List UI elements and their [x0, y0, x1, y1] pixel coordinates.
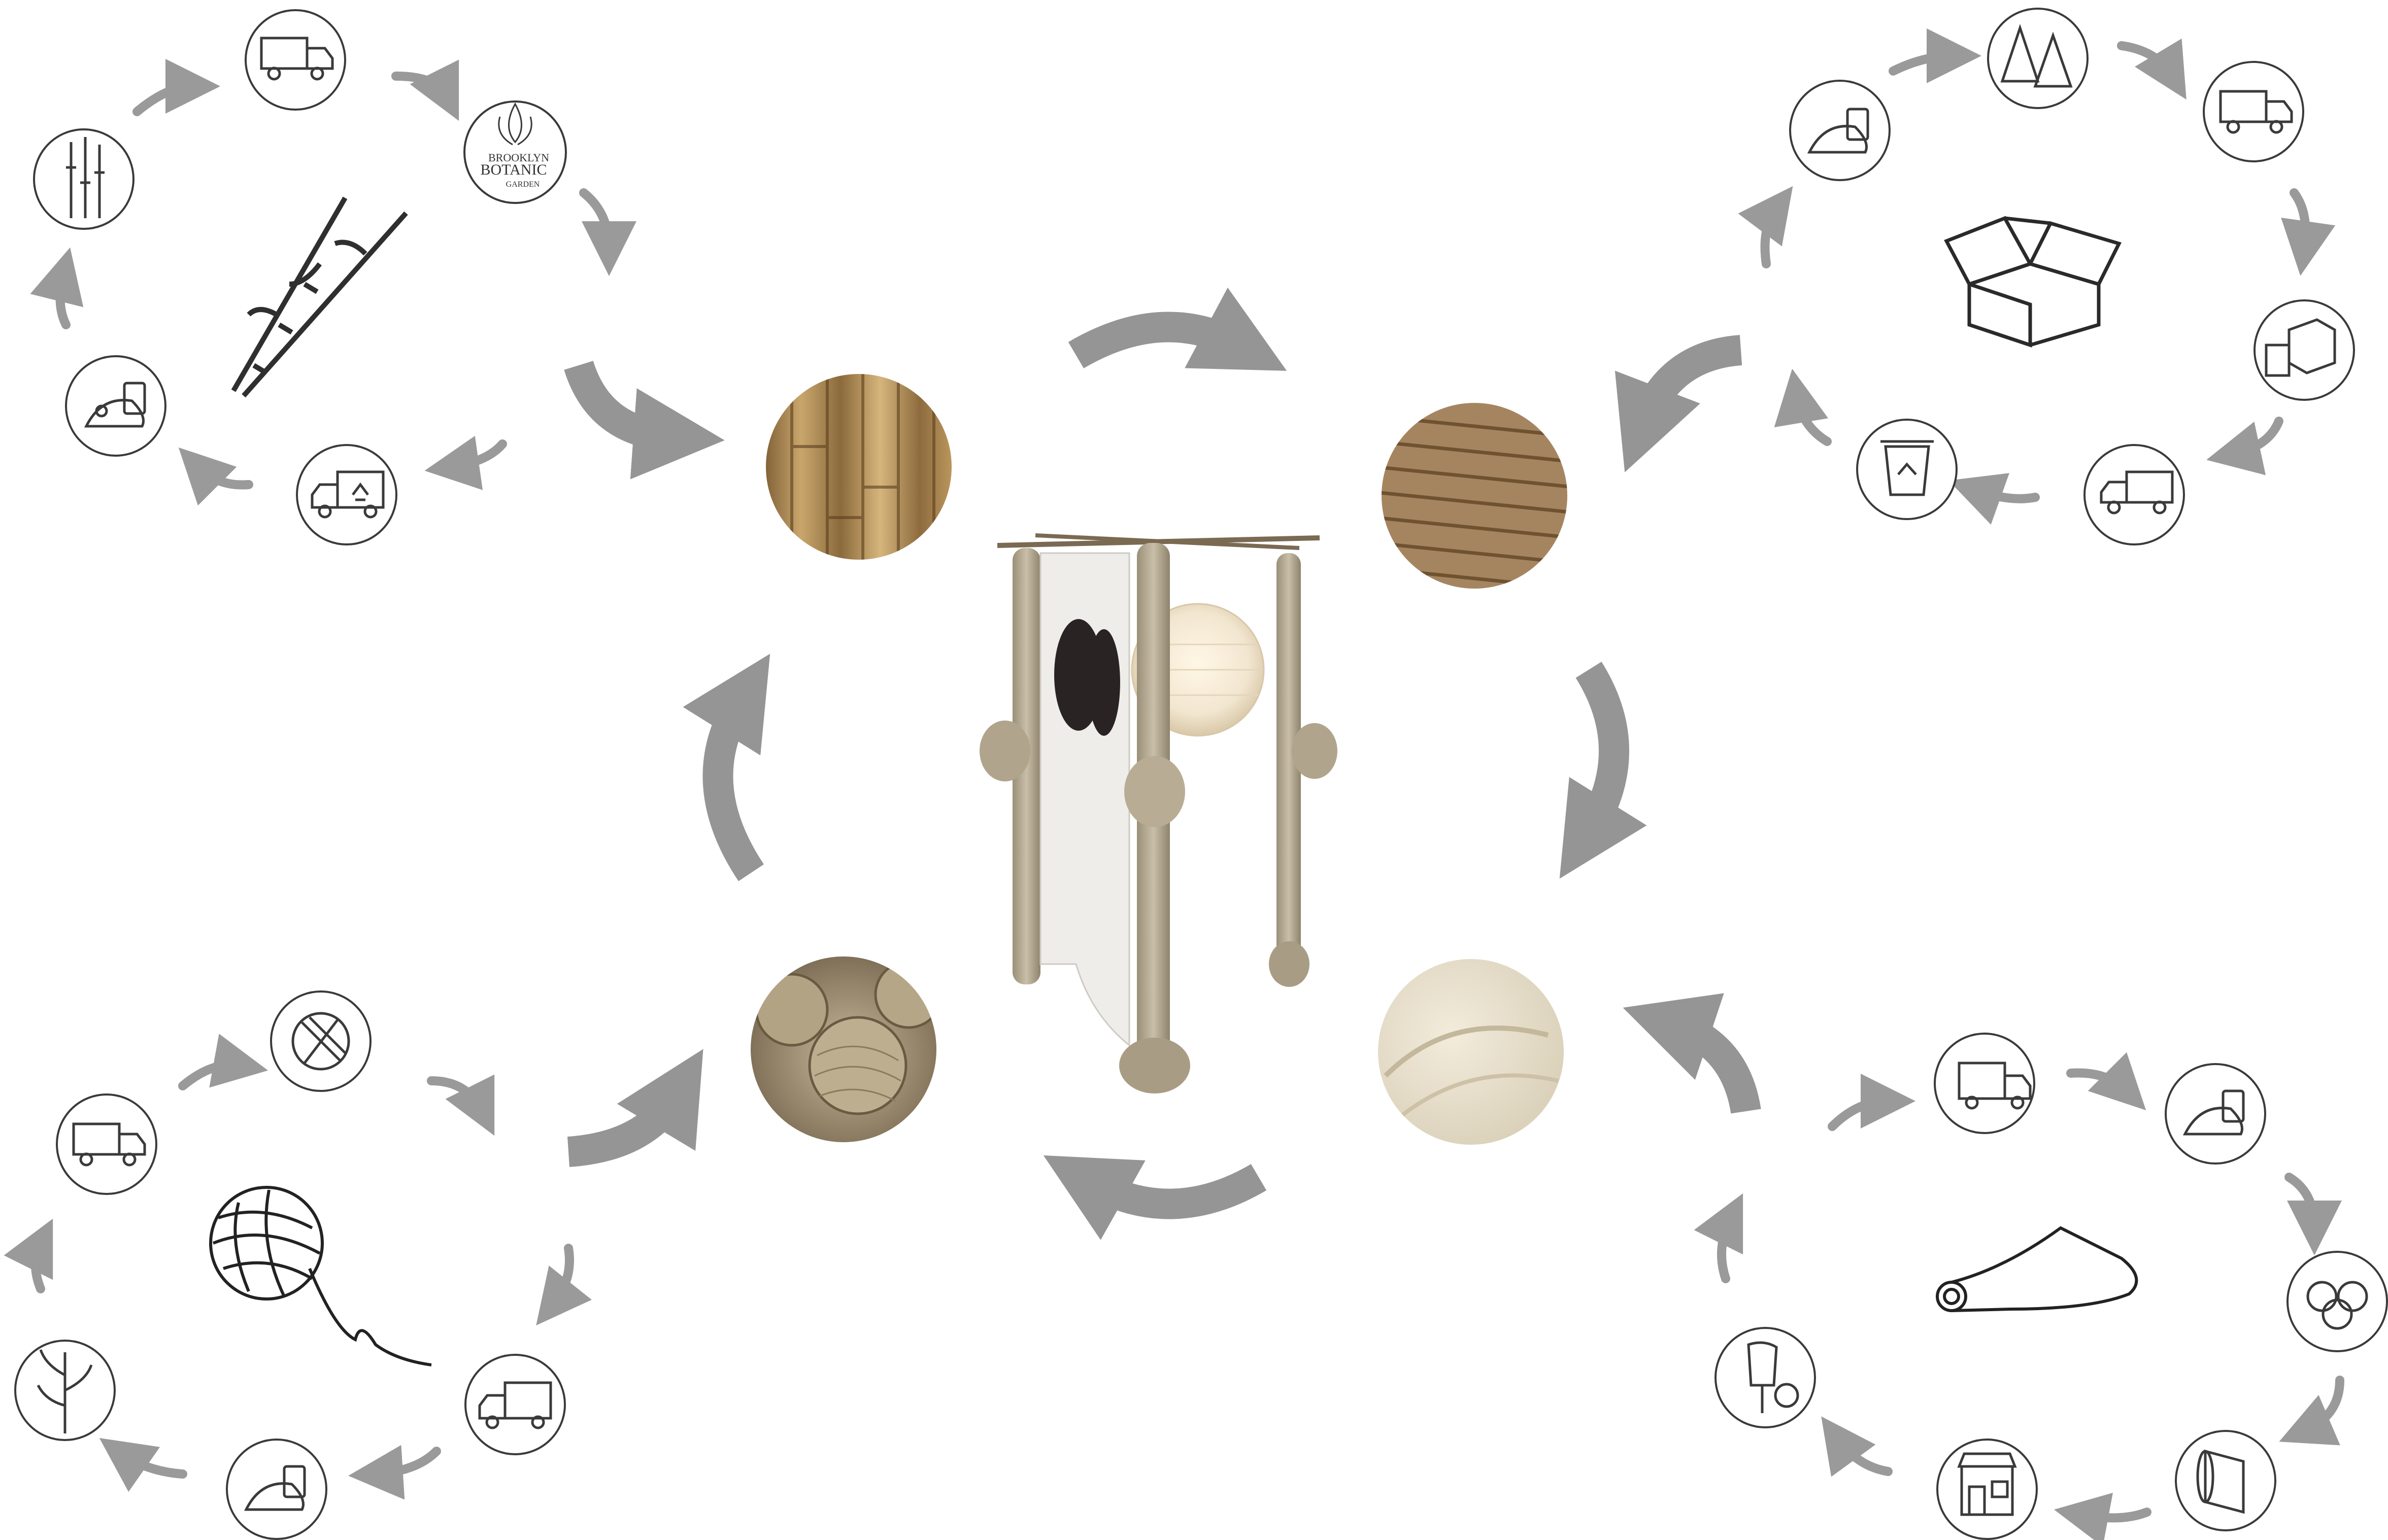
material-bamboo-photo — [761, 370, 959, 563]
recycling-truck-icon — [1935, 1034, 2034, 1133]
delivery-truck-icon — [57, 1094, 156, 1194]
recycling-truck-icon — [297, 445, 396, 544]
arrow-cardboard-to-fabric — [1589, 670, 1614, 832]
compost-icon — [227, 1440, 326, 1539]
arrow-cardboard-cycle-in — [1644, 350, 1741, 421]
material-cardboard-photo — [1375, 396, 1573, 594]
arrow-twine-cycle-in — [568, 1096, 675, 1152]
cotton-icon — [2288, 1252, 2387, 1351]
delivery-truck-icon — [2084, 445, 2184, 544]
arrow-bamboo-cycle-in — [579, 365, 670, 436]
lamp-illustration — [980, 535, 1337, 1093]
material-fabric-photo — [1370, 954, 1573, 1157]
arrow-fabric-cycle-in — [1675, 1025, 1746, 1111]
fabric-roll-icon — [1937, 1228, 2136, 1311]
arrow-twine-to-bamboo — [718, 700, 751, 873]
delivery-truck-icon — [2204, 62, 2303, 161]
compost-icon — [1790, 81, 1890, 180]
recycling-bin-icon — [1857, 420, 1957, 519]
yarn-icon — [271, 991, 371, 1091]
packaging-icon — [2255, 300, 2354, 400]
bamboo-stalks-icon — [233, 198, 406, 396]
svg-text:BOTANIC: BOTANIC — [481, 161, 547, 178]
arrow-bamboo-to-cardboard — [1076, 327, 1238, 355]
delivery-truck-icon — [246, 10, 345, 110]
material-twine-photo — [746, 954, 949, 1157]
brooklyn-botanic-garden-logo: BROOKLYN BOTANIC GARDEN — [464, 101, 566, 203]
forest-icon — [1988, 9, 2088, 108]
bamboo-icon — [34, 129, 133, 229]
shop-icon — [1937, 1440, 2037, 1539]
arrow-fabric-to-twine — [1091, 1177, 1259, 1204]
svg-text:GARDEN: GARDEN — [506, 180, 540, 189]
tailor-icon — [1716, 1328, 1815, 1427]
open-box-icon — [1946, 218, 2119, 345]
compost-icon — [2166, 1064, 2265, 1163]
fabric-bolt-icon — [2176, 1431, 2275, 1530]
compost-icon — [66, 356, 165, 456]
hemp-plant-icon — [15, 1341, 115, 1440]
recycling-truck-icon — [465, 1355, 565, 1454]
yarn-ball-icon — [211, 1187, 431, 1365]
